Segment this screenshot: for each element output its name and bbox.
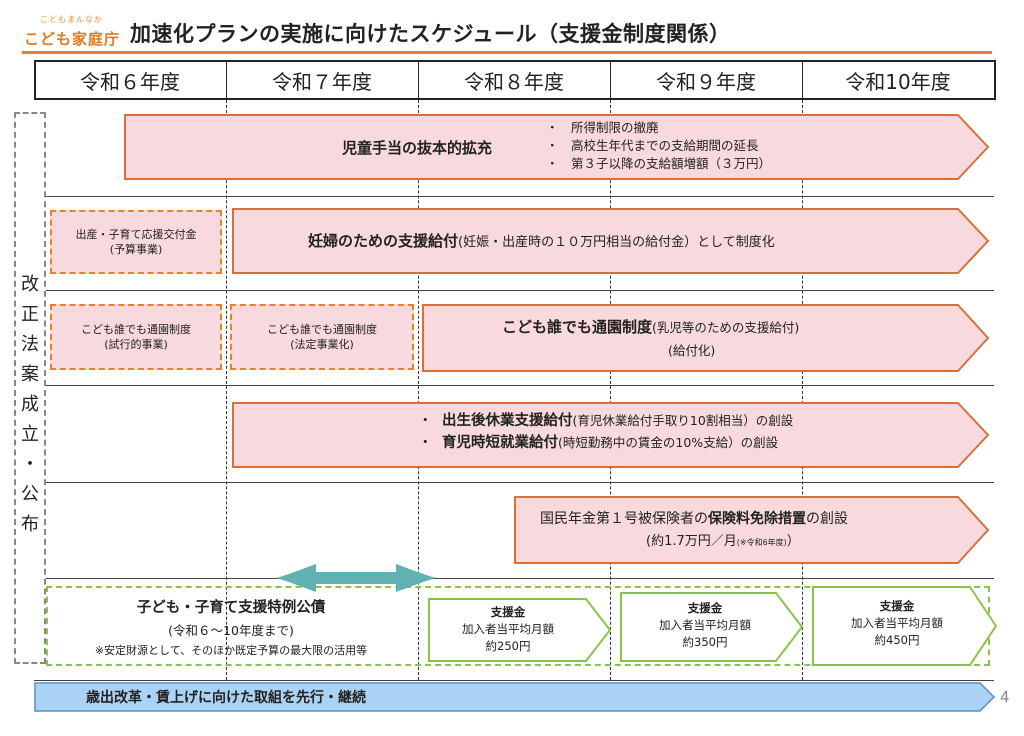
page-title: 加速化プランの実施に向けたスケジュール（支援金制度関係） <box>130 22 731 46</box>
support-fund-r8-arrow: 支援金 加入者当平均月額 約250円 <box>428 598 612 662</box>
support-fund-r10-arrow: 支援金 加入者当平均月額 約450円 <box>812 586 998 666</box>
parental-leave-text: ・出生後休業支援給付(育児休業給付手取り10割相当）の創設 ・育児時短就業給付(… <box>418 413 794 451</box>
column-divider <box>418 100 419 680</box>
row-divider <box>46 578 994 579</box>
birth-support-grant-box: 出産・子育て応援交付金 (予算事業) <box>50 210 222 274</box>
row-divider <box>46 196 994 197</box>
header-divider <box>802 60 803 100</box>
header-divider <box>226 60 227 100</box>
child-allowance-title: 児童手当の抜本的拡充 <box>342 139 493 157</box>
row-divider <box>46 385 994 386</box>
daycare-benefit-text: こども誰でも通園制度(乳児等のための支援給付) <box>502 318 800 336</box>
pension-exemption-arrow: 国民年金第１号被保険者の保険料免除措置の創設 (約1.7万円／月(※令和6年度)… <box>514 496 990 564</box>
support-fund-r9-arrow: 支援金 加入者当平均月額 約350円 <box>620 592 804 662</box>
year-header-r10: 令和10年度 <box>802 60 994 100</box>
daycare-statutory-box: こども誰でも通園制度 (法定事業化) <box>230 304 414 370</box>
expenditure-reform-label: 歳出改革・賃上げに向けた取組を先行・継続 <box>86 690 366 706</box>
pregnancy-benefit-arrow: 妊婦のための支援給付(妊娠・出産時の１０万円相当の給付金）として制度化 <box>232 208 990 274</box>
daycare-trial-box: こども誰でも通園制度 (試行的事業) <box>50 304 222 370</box>
row-divider <box>46 290 994 291</box>
row-divider <box>46 482 994 483</box>
column-divider <box>610 100 611 680</box>
pregnancy-benefit-text: 妊婦のための支援給付(妊娠・出産時の１０万円相当の給付金）として制度化 <box>308 232 775 250</box>
daycare-benefit-detail: (給付化) <box>668 343 716 358</box>
expenditure-reform-arrow: 歳出改革・賃上げに向けた取組を先行・継続 <box>34 682 996 712</box>
pension-exemption-line1: 国民年金第１号被保険者の保険料免除措置の創設 <box>540 511 848 527</box>
parental-leave-arrow: ・出生後休業支援給付(育児休業給付手取り10割相当）の創設 ・育児時短就業給付(… <box>232 402 990 468</box>
year-header-r8: 令和８年度 <box>418 60 610 100</box>
logo-tagline: こどもまんなか <box>40 15 103 24</box>
side-label: 改正法 案成立 ・公布 <box>21 274 39 535</box>
daycare-benefit-arrow: こども誰でも通園制度(乳児等のための支援給付) (給付化) <box>422 304 990 372</box>
logo-name: こども家庭庁 <box>24 30 121 48</box>
header-divider <box>610 60 611 100</box>
table-bottom-border <box>34 680 994 681</box>
child-allowance-bullets: ・ 所得制限の撤廃 ・ 高校生年代までの支給期間の延長 ・ 第３子以降の支給額増… <box>546 120 772 171</box>
title-underline <box>22 51 992 54</box>
child-allowance-arrow: 児童手当の抜本的拡充 ・ 所得制限の撤廃 ・ 高校生年代までの支給期間の延長 ・… <box>124 114 990 180</box>
page-number: 4 <box>1000 688 1010 706</box>
header-divider <box>994 60 996 100</box>
year-header-r7: 令和７年度 <box>226 60 418 100</box>
transition-arrow-icon <box>276 564 436 592</box>
header-divider <box>34 60 36 100</box>
side-label-box <box>14 112 46 664</box>
year-header-r9: 令和９年度 <box>610 60 802 100</box>
year-header-r6: 令和６年度 <box>34 60 226 100</box>
special-bond-block: 子ども・子育て支援特例公債 (令和６～10年度まで) ※安定財源として、そのほか… <box>94 600 368 657</box>
header-divider <box>418 60 419 100</box>
column-divider <box>802 100 803 680</box>
pension-exemption-line2: (約1.7万円／月(※令和6年度)） <box>646 534 800 549</box>
column-divider <box>226 100 227 680</box>
